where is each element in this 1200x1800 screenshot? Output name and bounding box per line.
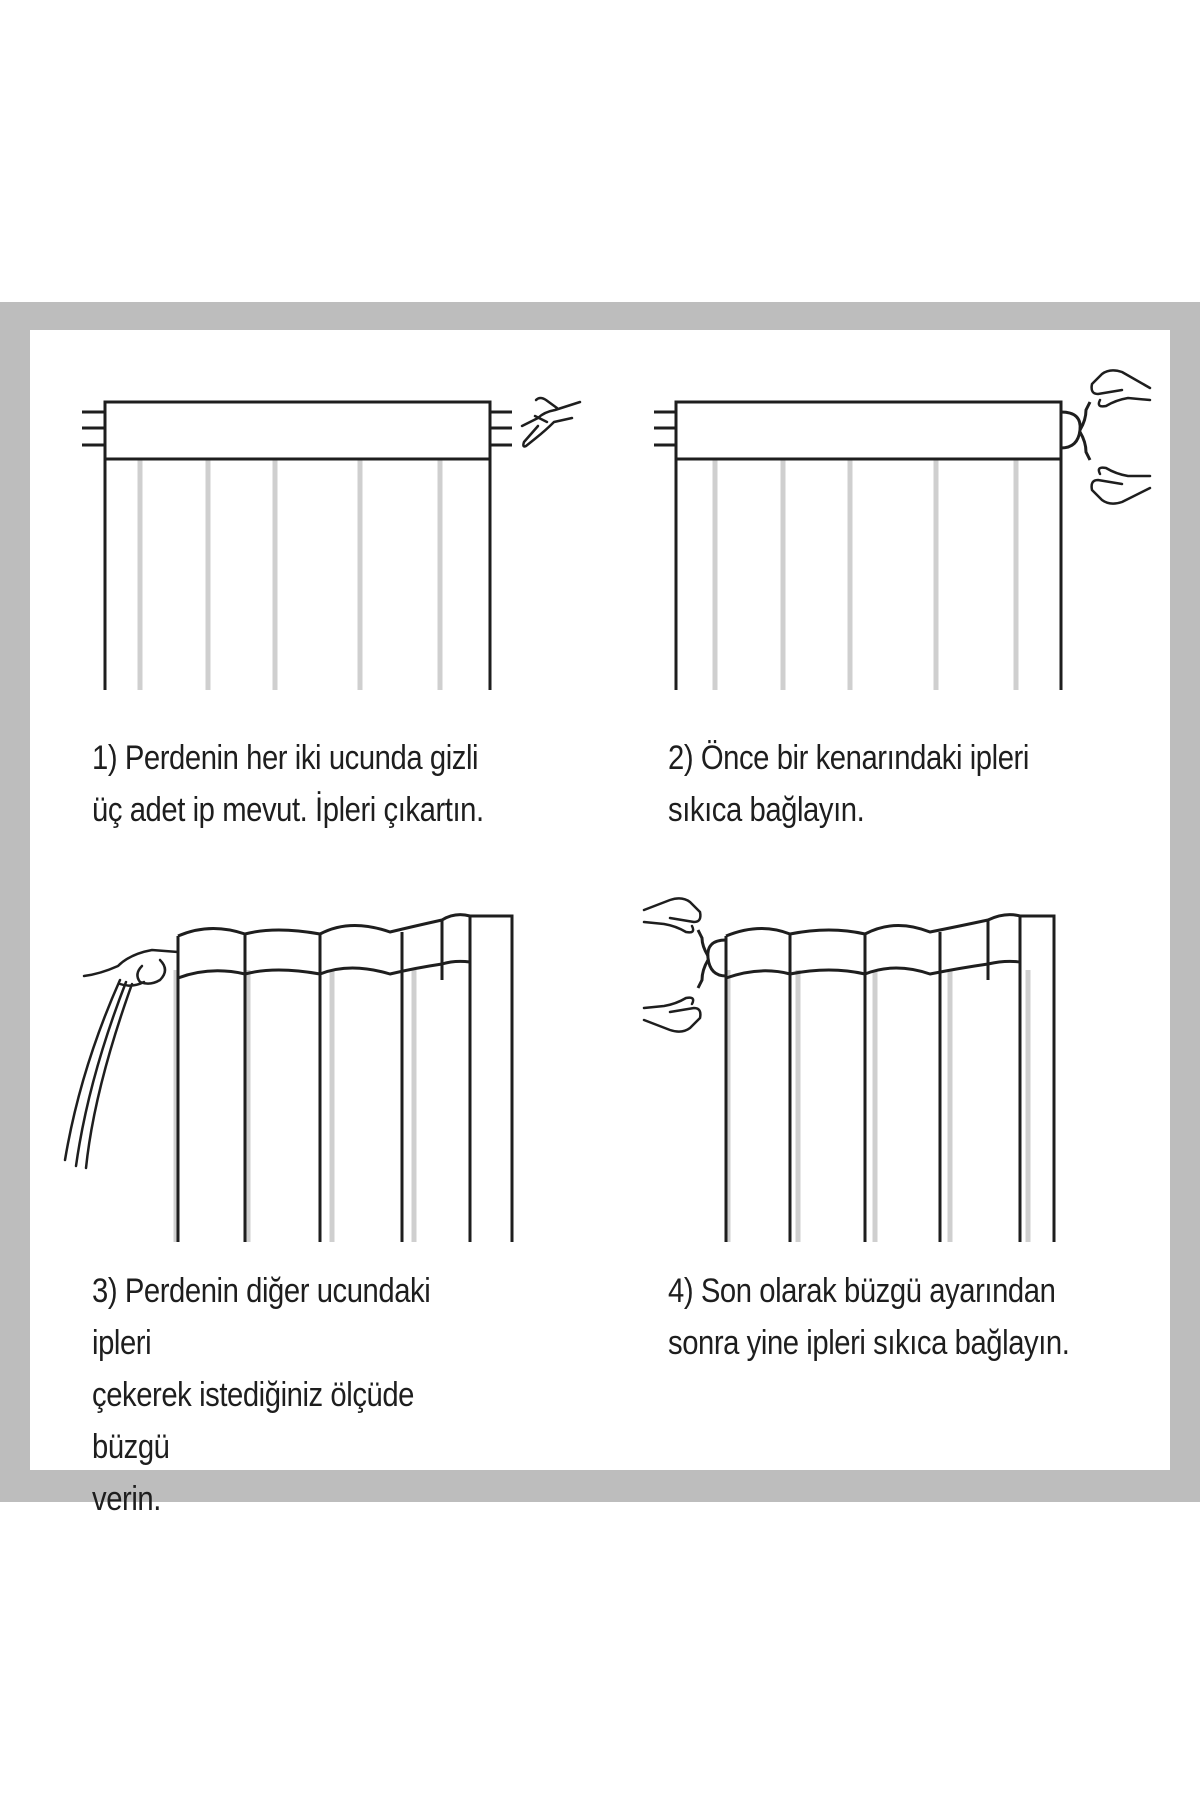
hand-tying-icon	[1090, 369, 1152, 505]
cord-knot-icon	[1060, 401, 1092, 461]
step-3-illustration	[63, 913, 514, 1242]
hand-tying-icon	[642, 897, 702, 1033]
step-4-caption: 4) Son olarak büzgü ayarından sonra yine…	[668, 1272, 1070, 1362]
pleat-lines	[137, 460, 443, 690]
pleat-lines	[173, 970, 417, 1242]
step-2-caption: 2) Önce bir kenarındaki ipleri sıkıca ba…	[668, 739, 1029, 829]
hand-pointing-icon	[520, 396, 582, 448]
instruction-panel	[30, 330, 1170, 1470]
cord-ends-icon	[654, 410, 676, 447]
step-2-illustration	[654, 369, 1152, 690]
curtain-flat-icon	[103, 400, 492, 690]
step-3-caption: 3) Perdenin diğer ucundaki ipleri çekere…	[92, 1272, 431, 1518]
step-1-caption: 1) Perdenin her iki ucunda gizli üç adet…	[92, 739, 484, 829]
curtain-gathered-icon	[176, 913, 514, 1242]
step-1-illustration	[82, 396, 582, 690]
hand-pulling-cords-icon	[63, 948, 180, 1170]
pleat-lines	[725, 970, 1031, 1242]
cord-ends-icon	[82, 410, 512, 447]
pleat-lines	[712, 460, 1019, 690]
step-4-illustration	[642, 897, 1056, 1242]
cord-knot-icon	[696, 929, 727, 989]
curtain-flat-icon	[674, 400, 1063, 690]
curtain-gathered-icon	[724, 913, 1056, 1242]
